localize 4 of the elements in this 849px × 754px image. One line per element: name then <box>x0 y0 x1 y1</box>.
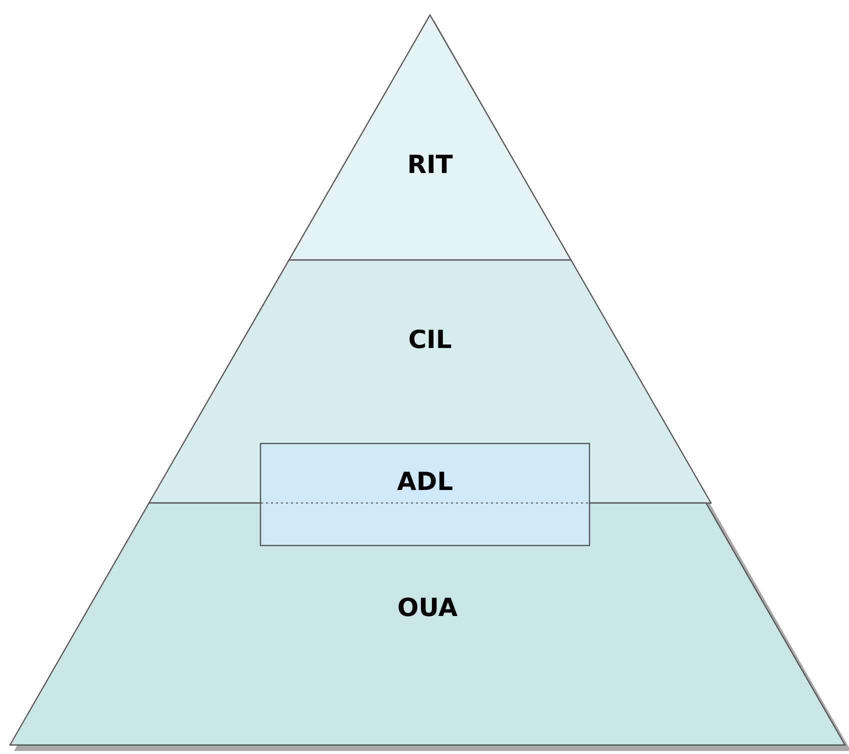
tier-label: ADL <box>396 467 454 496</box>
tier-label: RIT <box>407 150 453 179</box>
tier-label: CIL <box>408 325 452 354</box>
tier-label: OUA <box>397 593 458 622</box>
